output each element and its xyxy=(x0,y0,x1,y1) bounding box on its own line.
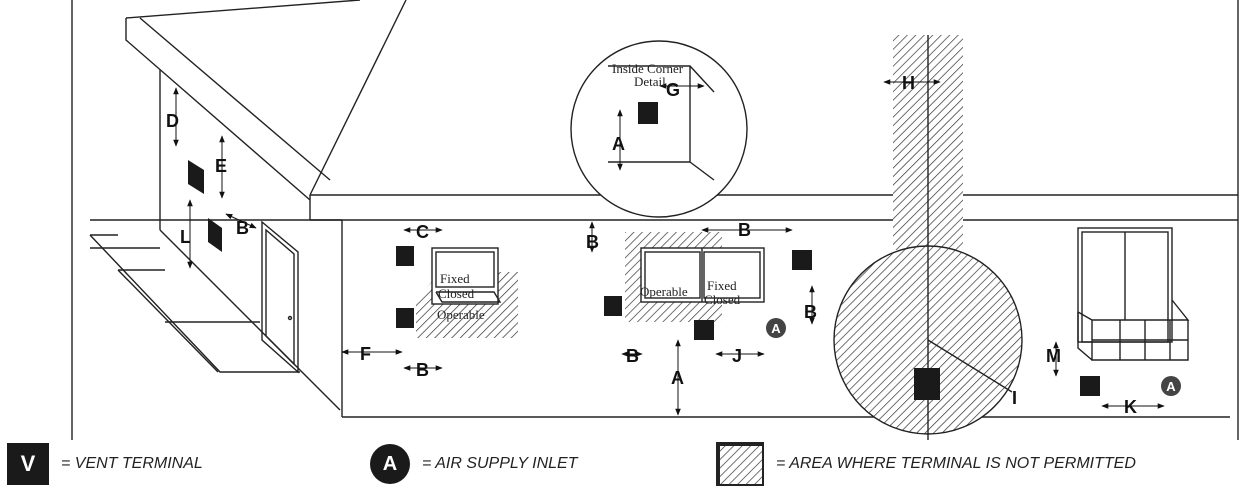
legend-no-terminal-area: = AREA WHERE TERMINAL IS NOT PERMITTED xyxy=(716,440,1136,488)
vent-terminal xyxy=(914,368,940,400)
detail-subtitle: Detail xyxy=(634,74,666,89)
dimension-m-label: M xyxy=(1046,346,1061,366)
dimension-e-label: E xyxy=(215,156,227,176)
dimension-b-label: B xyxy=(804,302,817,322)
air-supply-inlet: A xyxy=(1161,376,1181,396)
dimension-c-label: C xyxy=(416,222,429,242)
air-inlet-symbol: A xyxy=(370,444,410,484)
dimension-h-label: H xyxy=(902,73,915,93)
vent-terminal xyxy=(694,320,714,340)
dimension-j-label: J xyxy=(732,346,742,366)
window-closed-label: Closed xyxy=(704,292,741,307)
window-closed-label: Closed xyxy=(438,286,475,301)
window-fixed-label: Fixed xyxy=(707,278,737,293)
dimension-b-label: B xyxy=(586,232,599,252)
svg-text:A: A xyxy=(1166,379,1176,394)
vent-terminal xyxy=(208,218,222,252)
vent-terminal xyxy=(396,308,414,328)
vent-terminal xyxy=(1080,376,1100,396)
dimension-a-label: A xyxy=(612,134,625,154)
legend-vent-terminal: V = VENT TERMINAL xyxy=(7,440,203,488)
dimension-b-label: B xyxy=(626,346,639,366)
dimension-i-label: I xyxy=(1012,388,1017,408)
legend-air-text: = AIR SUPPLY INLET xyxy=(422,455,578,472)
legend-area-text: = AREA WHERE TERMINAL IS NOT PERMITTED xyxy=(776,455,1136,472)
dimension-l-label: L xyxy=(180,227,191,247)
vent-terminal xyxy=(604,296,622,316)
dimension-b-label: B xyxy=(416,360,429,380)
vent-terminal xyxy=(396,246,414,266)
vent-terminal xyxy=(638,102,658,124)
legend-air-supply-inlet: A = AIR SUPPLY INLET xyxy=(370,440,577,488)
window-operable-label: Operable xyxy=(640,284,688,299)
dimension-a-label: A xyxy=(671,368,684,388)
svg-text:A: A xyxy=(771,321,781,336)
air-supply-inlet: A xyxy=(766,318,786,338)
dimension-b-label: B xyxy=(236,218,249,238)
detail-title: Inside Corner xyxy=(612,61,684,76)
window-fixed-label: Fixed xyxy=(440,271,470,286)
dimension-g-label: G xyxy=(666,80,680,100)
legend-vent-text: = VENT TERMINAL xyxy=(61,455,203,472)
dimension-d-label: D xyxy=(166,111,179,131)
dimension-b-label: B xyxy=(738,220,751,240)
vent-terminal xyxy=(188,160,204,194)
vent-terminal-symbol: V xyxy=(7,443,49,485)
window-operable-label: Operable xyxy=(437,307,485,322)
dimension-f-label: F xyxy=(360,344,371,364)
vent-terminal xyxy=(792,250,812,270)
hatched-area-symbol xyxy=(716,442,764,486)
dimension-k-label: K xyxy=(1124,397,1137,417)
